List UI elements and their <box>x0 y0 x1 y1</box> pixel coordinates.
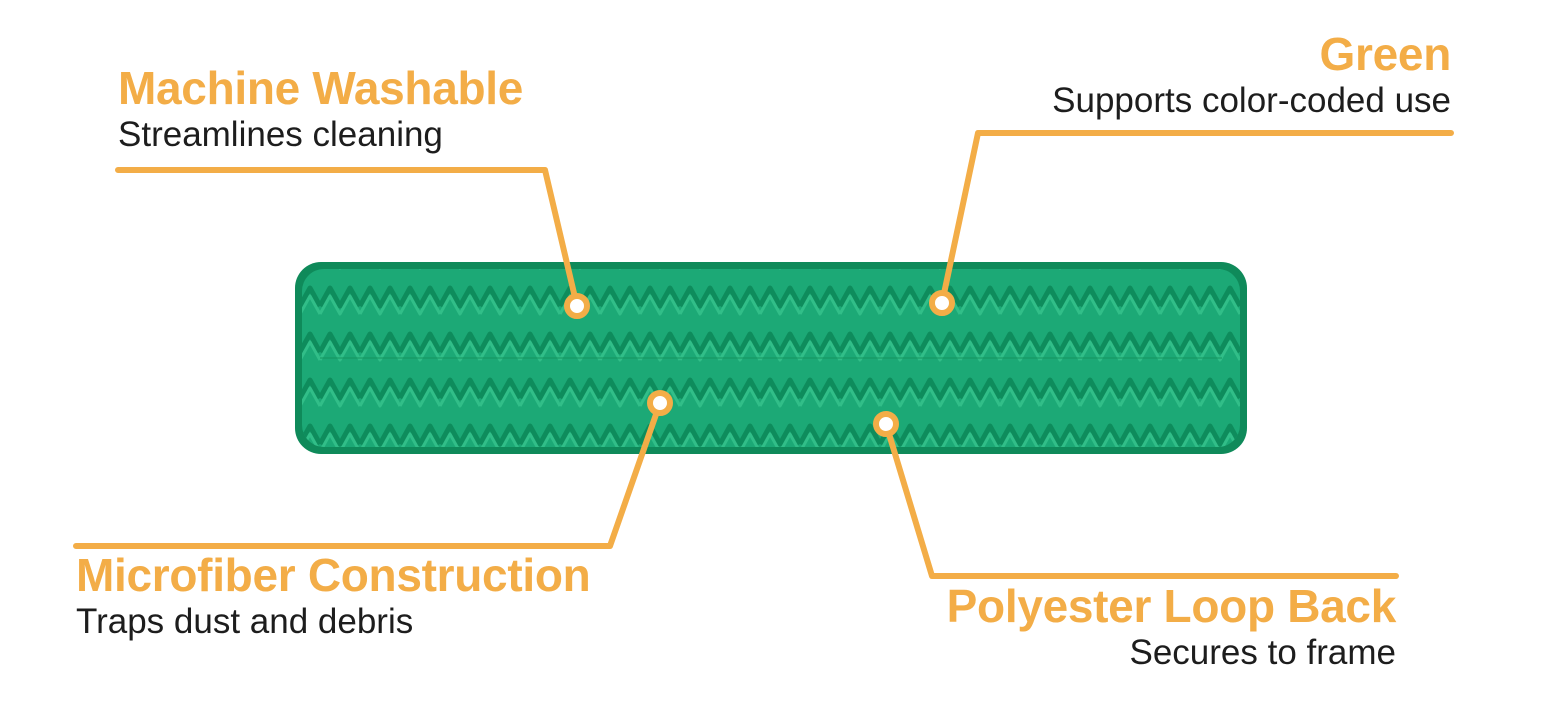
microfiber-mop-pad-icon <box>295 262 1247 454</box>
anchor-dot-polyester <box>873 411 899 437</box>
callout-title: Green <box>1319 28 1452 80</box>
callout-subtitle: Traps dust and debris <box>76 602 414 641</box>
callout-machine-washable: Machine Washable Streamlines cleaning <box>118 62 523 156</box>
callout-title: Polyester Loop Back <box>946 580 1397 632</box>
callout-title: Microfiber Construction <box>76 549 591 601</box>
callout-polyester-loop-back: Polyester Loop Back Secures to frame <box>946 580 1397 674</box>
callout-subtitle: Secures to frame <box>1129 633 1397 672</box>
leader-line-machine-washable <box>115 167 580 309</box>
leader-line-microfiber <box>73 400 663 549</box>
anchor-dot-green <box>929 290 955 316</box>
callout-microfiber-construction: Microfiber Construction Traps dust and d… <box>76 549 591 643</box>
callout-subtitle: Streamlines cleaning <box>118 115 443 154</box>
callout-title: Machine Washable <box>118 62 524 114</box>
leader-line-polyester <box>883 421 1399 579</box>
anchor-dot-microfiber <box>647 390 673 416</box>
leader-line-green <box>939 130 1454 306</box>
callout-green: Green Supports color-coded use <box>1052 28 1451 122</box>
anchor-dot-machine-washable <box>564 293 590 319</box>
callout-subtitle: Supports color-coded use <box>1052 81 1451 120</box>
